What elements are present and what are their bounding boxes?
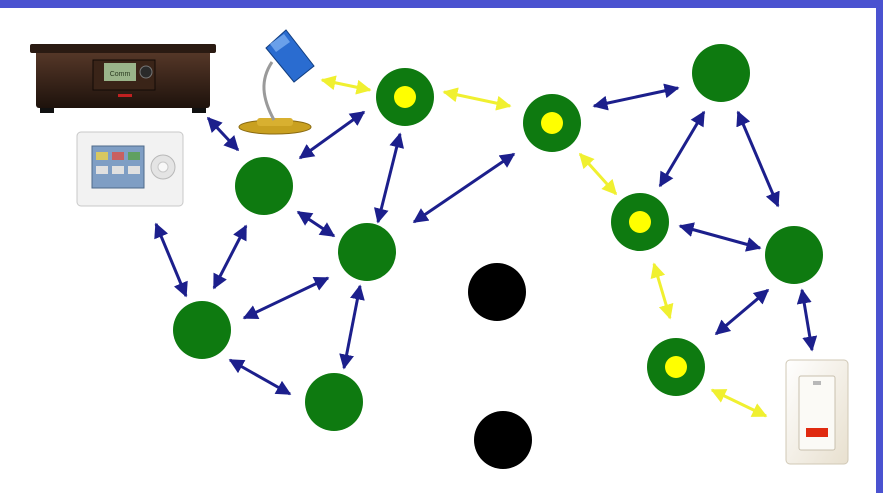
link-y1-y2 — [442, 87, 512, 111]
link-touch-panel-n3 — [154, 222, 188, 298]
wall-switch-device — [785, 359, 849, 465]
lamp-arm — [262, 61, 276, 121]
switch-rocker — [798, 375, 836, 451]
obstacle-node-b2 — [474, 411, 532, 469]
link-n5-y3 — [658, 110, 706, 188]
receiver-knob — [139, 65, 153, 79]
link-y3-y4 — [650, 262, 674, 320]
desk-lamp-device — [238, 29, 315, 135]
lamp-base-top — [257, 118, 293, 126]
router-node-n6 — [765, 226, 823, 284]
link-y2-y3 — [578, 152, 618, 196]
switch-top-mark — [813, 381, 821, 385]
link-n2-y1 — [373, 132, 405, 224]
link-n2-n3 — [242, 276, 330, 320]
link-n1-n2 — [296, 210, 336, 238]
av-receiver-device: Comm — [30, 44, 216, 113]
touch-panel-tile — [128, 166, 140, 174]
receiver-display-text: Comm — [110, 71, 131, 78]
end-device-center-y3 — [629, 211, 651, 233]
nodes-layer — [173, 44, 823, 469]
touch-panel-tile — [96, 152, 108, 160]
link-y4-wall-switch — [710, 388, 768, 418]
receiver-display — [104, 63, 136, 81]
router-node-n3 — [173, 301, 231, 359]
router-node-n2 — [338, 223, 396, 281]
touch-panel-tile — [128, 152, 140, 160]
obstacle-node-b1 — [468, 263, 526, 321]
link-desk-lamp-y1 — [320, 75, 372, 95]
touch-panel-dial-center — [157, 161, 169, 173]
receiver-led — [118, 94, 132, 97]
touch-panel-device — [76, 131, 184, 207]
router-node-n1 — [235, 157, 293, 215]
link-n1-n3 — [212, 224, 248, 290]
end-device-center-y2 — [541, 112, 563, 134]
end-device-center-y4 — [665, 356, 687, 378]
link-n1-y1 — [298, 110, 366, 160]
receiver-top — [30, 44, 216, 53]
lamp-shade-highlight — [270, 34, 290, 52]
touch-panel-tile — [96, 166, 108, 174]
router-node-n4 — [305, 373, 363, 431]
link-av-receiver-n1 — [206, 116, 240, 152]
link-n6-wall-switch — [796, 288, 818, 352]
switch-indicator — [806, 428, 828, 437]
frame-right-border — [876, 0, 883, 493]
link-n6-y4 — [714, 288, 770, 336]
touch-panel-tile — [112, 152, 124, 160]
link-y2-n5 — [592, 83, 680, 111]
receiver-foot-right — [192, 108, 206, 113]
links-layer — [154, 75, 818, 418]
router-node-n5 — [692, 44, 750, 102]
link-n2-y2 — [412, 152, 516, 224]
lamp-shade — [265, 29, 315, 83]
link-n3-n4 — [228, 358, 292, 396]
touch-panel-tile — [112, 166, 124, 174]
link-y3-n6 — [678, 222, 762, 252]
end-device-center-y1 — [394, 86, 416, 108]
link-n2-n4 — [339, 284, 365, 370]
link-n5-n6 — [736, 110, 780, 208]
receiver-foot-left — [40, 108, 54, 113]
